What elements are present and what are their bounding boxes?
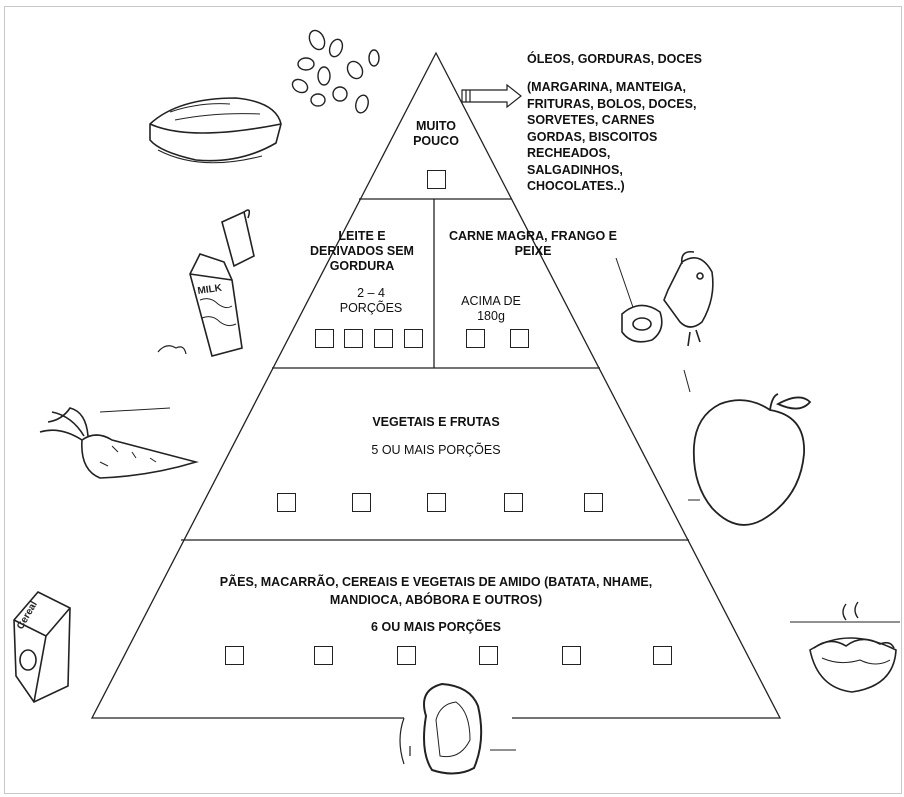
cereal-box-icon: Cereal	[13, 591, 71, 704]
fats-examples-list: (MARGARINA, MANTEIGA, FRITURAS, BOLOS, D…	[527, 79, 696, 195]
meat-label-line-2: PEIXE	[514, 244, 552, 258]
noodle-bowl-icon	[790, 601, 900, 693]
portion-checkbox-vegetables-1[interactable]	[277, 493, 296, 512]
portion-checkbox-dairy-3[interactable]	[374, 329, 393, 348]
portion-checkbox-dairy-4[interactable]	[404, 329, 423, 348]
fats-example-line-6: SALGADINHOS,	[527, 162, 623, 177]
vegetables-tier-label: VEGETAIS E FRUTAS	[372, 415, 500, 429]
fats-example-line-4: GORDAS, BISCOITOS	[527, 129, 658, 144]
dairy-label-line-2: DERIVADOS SEM	[310, 244, 414, 258]
meat-label-line-1: CARNE MAGRA, FRANGO E	[448, 229, 618, 243]
portion-checkbox-dairy-1[interactable]	[315, 329, 334, 348]
fats-example-line-2: FRITURAS, BOLOS, DOCES,	[527, 96, 697, 111]
portion-checkbox-vegetables-5[interactable]	[584, 493, 603, 512]
meat-portion-label: ACIMA DE 180g	[448, 294, 534, 324]
portion-checkbox-grains-1[interactable]	[225, 646, 244, 665]
bread-icon	[399, 682, 516, 775]
svg-text:MILK: MILK	[197, 283, 224, 297]
top-tier-label-line-1: MUITO	[415, 119, 457, 133]
grains-label-line-2: MANDIOCA, ABÓBORA E OUTROS)	[329, 593, 543, 607]
arrow-icon	[461, 83, 522, 109]
dairy-label-line-1: LEITE E	[338, 229, 386, 243]
grains-tier-label: PÃES, MACARRÃO, CEREAIS E VEGETAIS DE AM…	[186, 575, 686, 608]
frame-border	[4, 6, 902, 794]
apple-icon	[683, 369, 812, 526]
portion-checkbox-dairy-2[interactable]	[344, 329, 363, 348]
portion-checkbox-top[interactable]	[427, 170, 446, 189]
portion-checkbox-grains-4[interactable]	[479, 646, 498, 665]
fats-example-line-3: SORVETES, CARNES	[527, 113, 655, 127]
dairy-tier-label: LEITE E DERIVADOS SEM GORDURA	[292, 229, 432, 274]
portion-checkbox-grains-2[interactable]	[314, 646, 333, 665]
grains-portion-label: 6 OU MAIS PORÇÕES	[371, 620, 501, 634]
pyramid-outline	[90, 51, 782, 719]
portion-checkbox-grains-6[interactable]	[653, 646, 672, 665]
fish-icon	[615, 250, 714, 347]
carrot-icon	[39, 407, 199, 479]
vegetables-portion-label: 5 OU MAIS PORÇÕES	[371, 443, 501, 457]
dairy-portion-label: 2 – 4 PORÇÕES	[326, 286, 416, 316]
meat-tier-label: CARNE MAGRA, FRANGO E PEIXE	[448, 229, 618, 259]
fats-example-line-1: (MARGARINA, MANTEIGA,	[527, 80, 687, 94]
pie-icon	[149, 97, 282, 164]
dairy-portion-line-2: PORÇÕES	[339, 301, 403, 315]
cookies-icon	[291, 29, 380, 114]
milk-carton-icon: MILK	[157, 209, 255, 357]
grains-label-line-1: PÃES, MACARRÃO, CEREAIS E VEGETAIS DE AM…	[219, 575, 653, 589]
fats-example-line-5: RECHEADOS,	[527, 146, 611, 160]
portion-checkbox-vegetables-4[interactable]	[504, 493, 523, 512]
meat-portion-line-1: ACIMA DE	[461, 294, 521, 308]
meat-portion-line-2: 180g	[477, 309, 505, 323]
portion-checkbox-vegetables-3[interactable]	[427, 493, 446, 512]
portion-checkbox-meat-2[interactable]	[510, 329, 529, 348]
portion-checkbox-grains-5[interactable]	[562, 646, 581, 665]
fats-title: ÓLEOS, GORDURAS, DOCES	[527, 52, 703, 66]
top-tier-label-line-2: POUCO	[413, 134, 459, 148]
dairy-portion-line-1: 2 – 4	[357, 286, 385, 300]
portion-checkbox-meat-1[interactable]	[466, 329, 485, 348]
dairy-label-line-3: GORDURA	[329, 259, 395, 273]
portion-checkbox-grains-3[interactable]	[397, 646, 416, 665]
meat-icon	[621, 304, 663, 343]
portion-checkbox-vegetables-2[interactable]	[352, 493, 371, 512]
top-tier-label: MUITO POUCO	[396, 119, 476, 149]
fats-example-line-7: CHOCOLATES..)	[527, 179, 625, 193]
